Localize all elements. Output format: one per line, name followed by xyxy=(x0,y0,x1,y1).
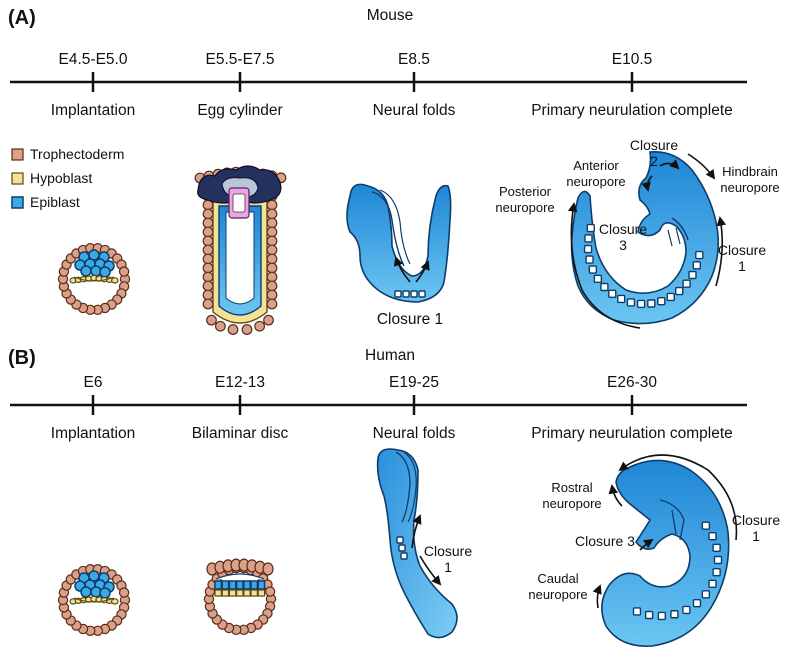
blastocyst-illustration xyxy=(57,564,131,636)
annot: Hindbrain xyxy=(722,164,778,179)
annot: Closure xyxy=(718,242,766,258)
mouse-neural-folds-illustration xyxy=(346,183,452,303)
legend-label: Epiblast xyxy=(30,194,80,210)
legend-label: Hypoblast xyxy=(30,170,92,186)
stage-event: Neural folds xyxy=(373,102,456,119)
human-embryo-illustration xyxy=(592,454,738,647)
annot: 2 xyxy=(650,153,658,169)
annot: 3 xyxy=(619,237,627,253)
annot: neuropore xyxy=(528,587,587,602)
annot: neuropore xyxy=(542,496,601,511)
panel-b-title: Human xyxy=(365,347,415,364)
stage-time: E5.5-E7.5 xyxy=(206,51,275,68)
stage-event: Primary neurulation complete xyxy=(531,425,733,442)
stage-event: Primary neurulation complete xyxy=(531,102,733,119)
annot: 1 xyxy=(444,559,452,575)
stage-time: E26-30 xyxy=(607,374,657,391)
annot: Closure xyxy=(732,512,780,528)
panel-a-title: Mouse xyxy=(367,7,414,24)
annot: Rostral xyxy=(551,480,592,495)
stage-time: E19-25 xyxy=(389,374,439,391)
panel-a-label: (A) xyxy=(8,7,36,29)
annot: neuropore xyxy=(566,174,625,189)
legend-swatch-trophectoderm xyxy=(11,148,24,161)
annot: Posterior xyxy=(499,184,552,199)
human-neural-folds-illustration xyxy=(376,448,458,639)
legend-swatch-epiblast xyxy=(11,196,24,209)
annot: Closure xyxy=(630,137,678,153)
panel-b-label: (B) xyxy=(8,347,36,369)
stage-time: E10.5 xyxy=(612,51,653,68)
stage-event: Implantation xyxy=(51,102,135,119)
annot: Closure 3 xyxy=(575,533,635,549)
mouse-embryo-illustration xyxy=(567,151,727,329)
stage-time: E8.5 xyxy=(398,51,430,68)
stage-time: E6 xyxy=(84,374,103,391)
stage-time: E12-13 xyxy=(215,374,265,391)
legend-label: Trophectoderm xyxy=(30,146,124,162)
annot: neuropore xyxy=(720,180,779,195)
egg-cylinder-illustration xyxy=(194,165,287,335)
stage-event: Neural folds xyxy=(373,425,456,442)
stage-event: Egg cylinder xyxy=(197,102,282,119)
stage-event: Implantation xyxy=(51,425,135,442)
panel-a: (A) Mouse E4.5-E5.0 E5.5-E7.5 E8.5 E10.5… xyxy=(8,7,780,335)
legend-swatch-hypoblast xyxy=(11,172,24,185)
annot: neuropore xyxy=(495,200,554,215)
panel-b: (B) Human E6 E12-13 E19-25 E26-30 Implan… xyxy=(8,347,780,647)
annot: Caudal xyxy=(537,571,578,586)
bilaminar-disc-illustration xyxy=(203,558,277,635)
annot: 1 xyxy=(738,258,746,274)
annot: Anterior xyxy=(573,158,619,173)
stage-event: Bilaminar disc xyxy=(192,425,289,442)
annot: 1 xyxy=(752,528,760,544)
annot: Closure xyxy=(424,543,472,559)
annot: Closure xyxy=(599,221,647,237)
blastocyst-illustration xyxy=(57,243,131,315)
closure-1-label: Closure 1 xyxy=(377,311,443,328)
legend: Trophectoderm Hypoblast Epiblast xyxy=(11,146,124,210)
stage-time: E4.5-E5.0 xyxy=(59,51,128,68)
